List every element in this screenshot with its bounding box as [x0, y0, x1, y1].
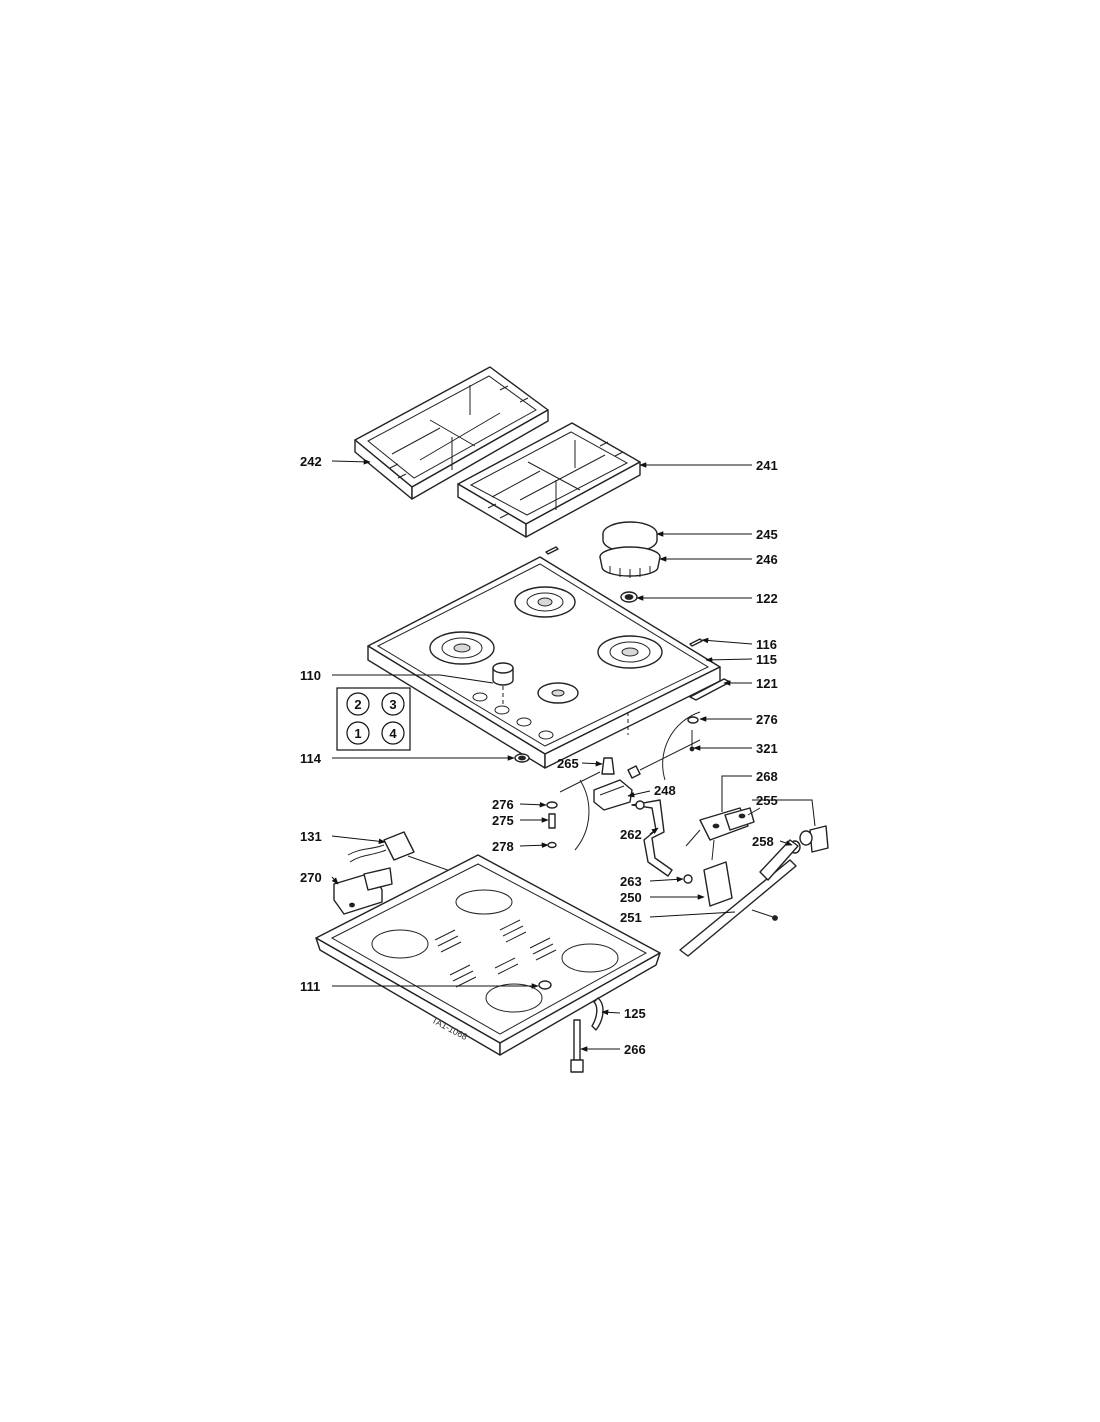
right-pan-support-grate — [457, 422, 641, 538]
callout-246: 246 — [756, 552, 778, 567]
callout-265: 265 — [557, 756, 579, 771]
callout-116: 116 — [756, 637, 777, 652]
spark-module — [685, 807, 761, 847]
callout-leaders — [331, 459, 816, 1052]
callout-258: 258 — [752, 834, 774, 849]
callout-131: 131 — [300, 829, 322, 844]
key-burner-2: 2 — [354, 697, 361, 712]
thermocouple-detail — [662, 711, 701, 781]
burner-ring — [620, 591, 638, 603]
callout-266: 266 — [624, 1042, 646, 1057]
callout-276-lower: 276 — [492, 797, 514, 812]
small-parts-stack — [546, 801, 558, 849]
callout-276-upper: 276 — [756, 712, 778, 727]
callout-250: 250 — [620, 890, 642, 905]
callout-278: 278 — [492, 839, 514, 854]
callout-122: 122 — [756, 591, 778, 606]
callout-270: 270 — [300, 870, 322, 885]
callout-115: 115 — [756, 652, 777, 667]
key-burner-3: 3 — [389, 697, 396, 712]
clip-and-rod — [570, 997, 604, 1073]
callout-110: 110 — [300, 668, 321, 683]
injector-valve-assembly — [559, 739, 701, 851]
callout-255: 255 — [756, 793, 778, 808]
callout-114: 114 — [300, 751, 322, 766]
callout-248: 248 — [654, 783, 676, 798]
callout-241: 241 — [756, 458, 778, 473]
callout-321: 321 — [756, 741, 778, 756]
burner-position-key: 2 3 1 4 — [336, 687, 411, 751]
callout-263: 263 — [620, 874, 642, 889]
left-pan-support-grate — [354, 366, 549, 500]
key-burner-1: 1 — [354, 726, 361, 741]
valve-and-manifold — [679, 839, 799, 957]
callout-275: 275 — [492, 813, 514, 828]
burner-cap-and-head — [599, 521, 661, 578]
callout-111: 111 — [300, 979, 320, 994]
callout-245: 245 — [756, 527, 778, 542]
bottom-pan: TA1-1068 — [315, 854, 661, 1056]
callout-125: 125 — [624, 1006, 646, 1021]
gas-pipe — [631, 799, 673, 877]
callout-268: 268 — [756, 769, 778, 784]
cooktop-top-panel — [367, 546, 731, 769]
junction-box — [333, 867, 393, 915]
callout-242: 242 — [300, 454, 322, 469]
key-burner-4: 4 — [389, 726, 397, 741]
callout-labels: 242 241 245 246 122 116 115 110 121 276 … — [300, 454, 778, 1057]
rubber-foot — [514, 753, 530, 763]
callout-121: 121 — [756, 676, 778, 691]
callout-262: 262 — [620, 827, 642, 842]
callout-251: 251 — [620, 910, 642, 925]
